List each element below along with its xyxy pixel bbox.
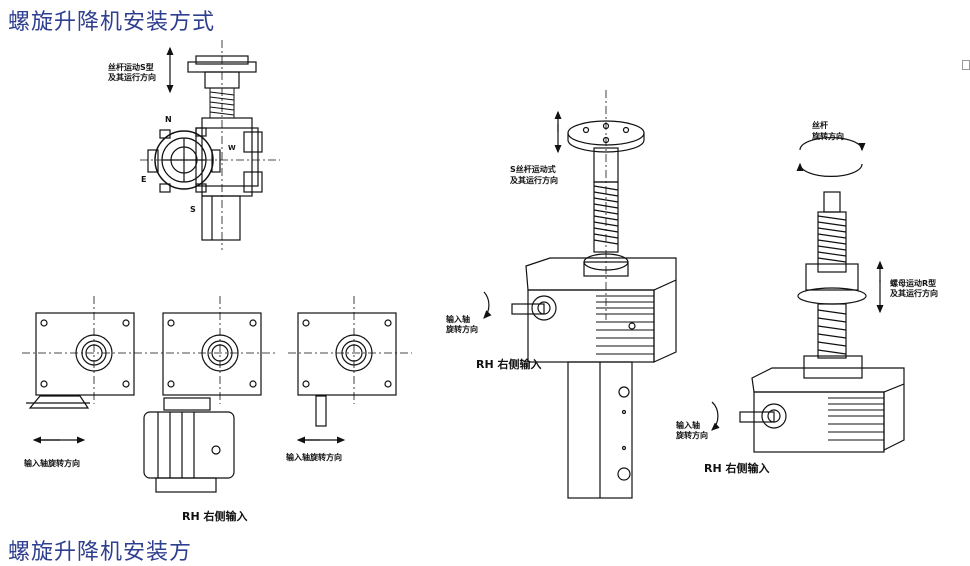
right-input-label-1: 输入轴 (676, 420, 700, 430)
right-screw-rot-label-1: 丝杆 (812, 120, 828, 130)
top-screw-label-2: 及其运行方向 (108, 72, 156, 82)
bottom-rh-label: RH 右侧输入 (182, 509, 248, 523)
right-rh-label: RH 右侧输入 (704, 461, 770, 475)
right-nut-label-1: 螺母运动R型 (890, 278, 936, 288)
compass-s: S (190, 205, 196, 214)
bottom-left-view (22, 296, 150, 444)
middle-3d-jack (483, 90, 677, 499)
mid-screw-label-1: S丝杆运动式 (510, 164, 556, 174)
installation-diagrams: 丝杆运动S型 及其运行方向 N E S W 输入轴旋转方向 RH 右侧输入 (22, 40, 938, 523)
compass-w: W (228, 144, 236, 152)
bottom-right-input-label: 输入轴旋转方向 (286, 452, 342, 462)
bottom-right-view (288, 296, 412, 444)
right-input-label-2: 旋转方向 (675, 430, 708, 440)
mid-rh-label: RH 右侧输入 (476, 357, 542, 371)
mid-input-label-1: 输入轴 (446, 314, 470, 324)
compass-e: E (141, 175, 146, 184)
top-plan-view (140, 40, 280, 250)
bottom-middle-view (143, 296, 278, 493)
top-screw-label-1: 丝杆运动S型 (108, 62, 154, 72)
mid-input-label-2: 旋转方向 (445, 324, 478, 334)
mid-screw-label-2: 及其运行方向 (510, 175, 558, 185)
bottom-left-input-label: 输入轴旋转方向 (24, 458, 80, 468)
right-3d-jack (711, 137, 905, 453)
compass-n: N (165, 115, 172, 124)
page-title: 螺旋升降机安装方式 (8, 10, 216, 35)
right-screw-rot-label-2: 旋转方向 (811, 131, 844, 141)
right-nut-label-2: 及其运行方向 (890, 288, 938, 298)
